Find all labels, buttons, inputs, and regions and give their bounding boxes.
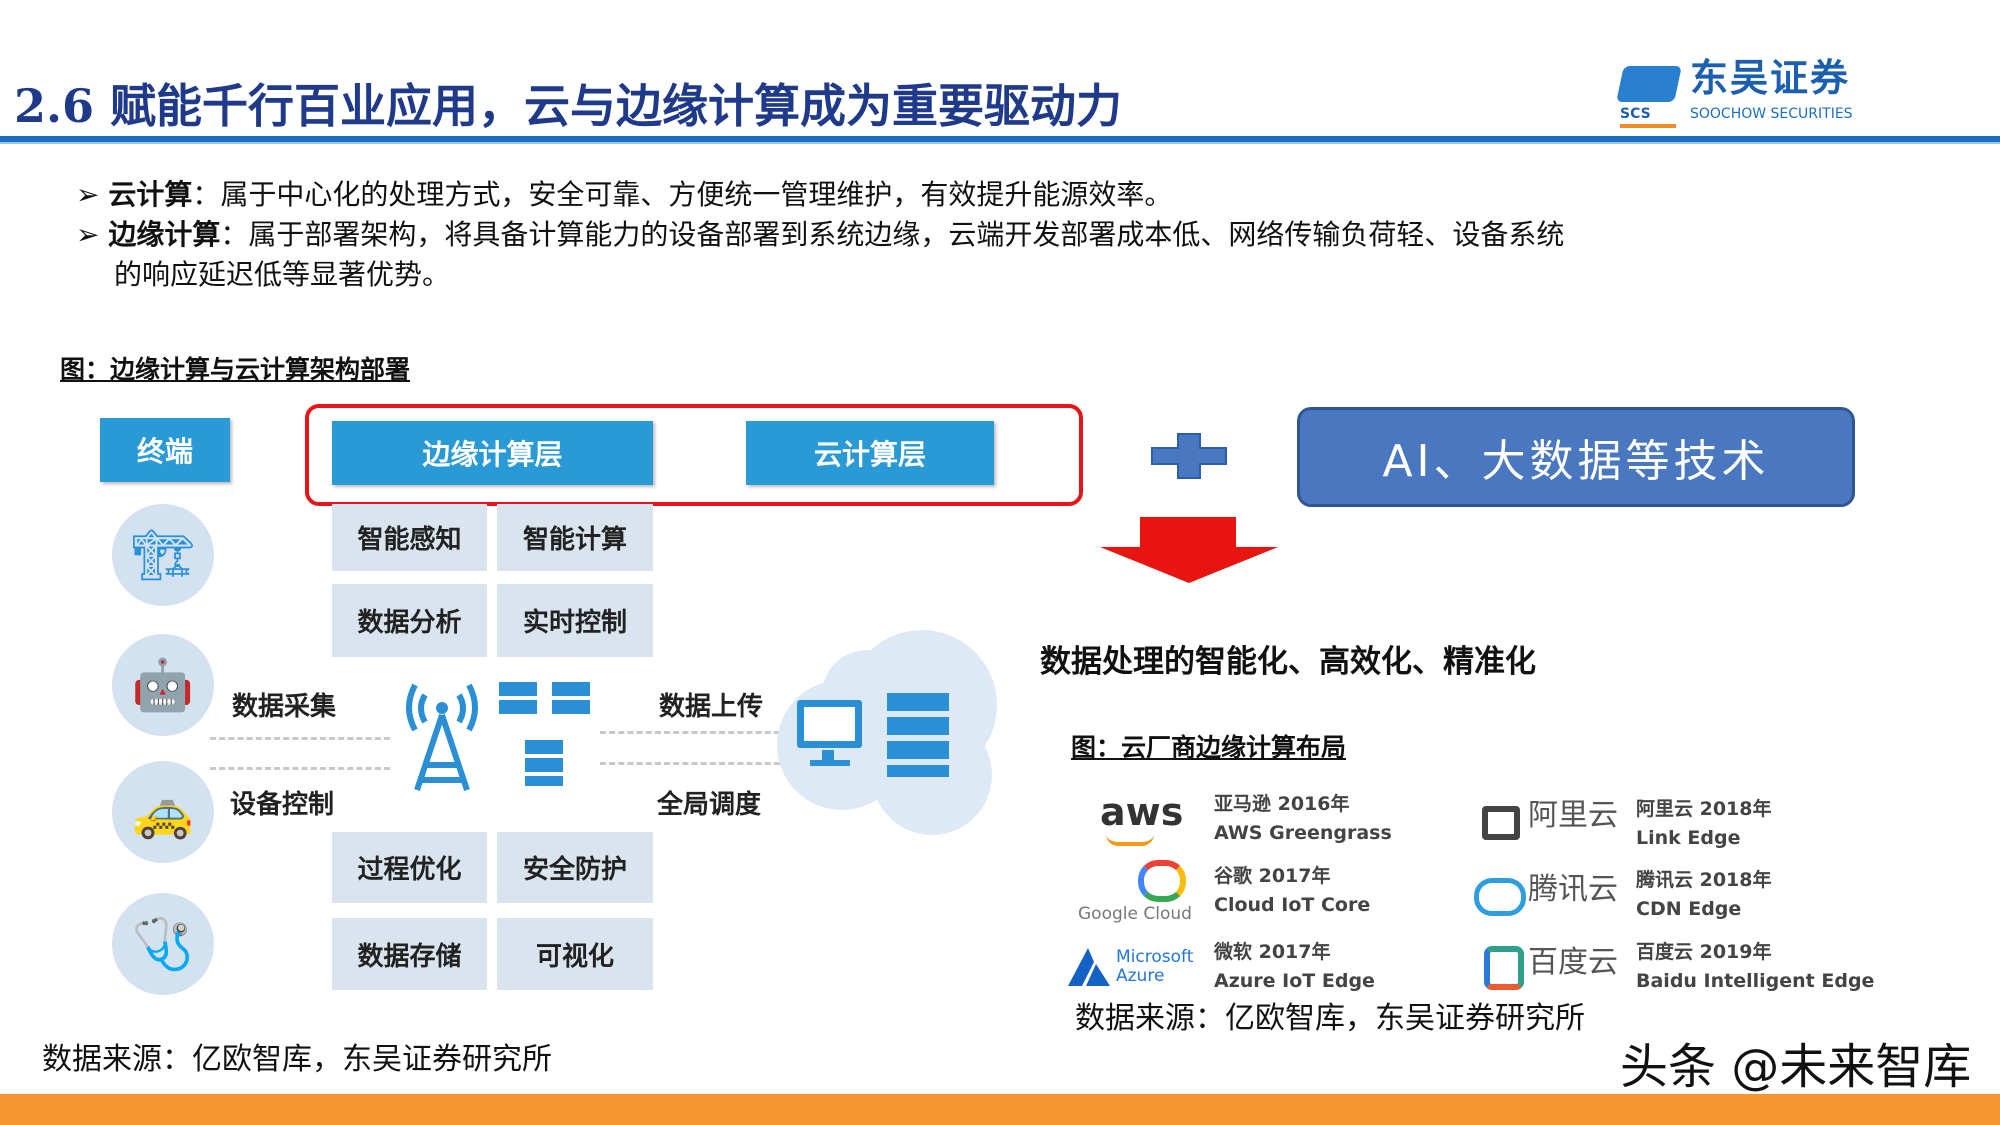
logo-bar [1620, 124, 1676, 128]
label-collect: 数据采集 [232, 692, 337, 722]
logo-text: 东吴证券 [1690, 56, 1851, 100]
antenna-tower-icon [406, 683, 478, 791]
car-icon: 🚕 [112, 761, 214, 863]
label-control: 设备控制 [230, 790, 335, 820]
figure-title-left: 图：边缘计算与云计算架构部署 [60, 355, 411, 384]
tencent-cloud-icon [1474, 878, 1526, 916]
vendor-product: AWS Greengrass [1214, 822, 1392, 844]
arrow-upload [600, 731, 780, 734]
vendor-product: Cloud IoT Core [1214, 894, 1371, 916]
server-icon [499, 682, 590, 786]
vendor-year: 百度云 2019年 [1636, 941, 1772, 963]
vendor-year: 谷歌 2017年 [1214, 865, 1331, 887]
header-rule [0, 136, 2000, 144]
baidu-cloud-icon [1484, 946, 1524, 990]
stethoscope-icon: 🩺 [112, 893, 214, 995]
bullet-cloud: ➢ 云计算：属于中心化的处理方式，安全可靠、方便统一管理维护，有效提升能源效率。 [76, 178, 1173, 211]
label-upload: 数据上传 [659, 692, 764, 722]
source-left: 数据来源：亿欧智库，东吴证券研究所 [42, 1042, 552, 1077]
bullet-edge: ➢ 边缘计算：属于部署架构，将具备计算能力的设备部署到系统边缘，云端开发部署成本… [76, 218, 1565, 251]
vendor-baidu: 百度云 2019年 Baidu Intelligent Edge [1636, 938, 1874, 996]
edge-layer-header: 边缘计算层 [332, 421, 653, 485]
watermark: 头条 @未来智库 [1620, 1039, 1972, 1095]
vendor-aliyun: 阿里云 2018年 Link Edge [1636, 795, 1772, 853]
vendor-product: CDN Edge [1636, 898, 1742, 920]
baidu-cloud-logo: 百度云 [1528, 945, 1618, 980]
cell: 智能感知 [332, 504, 487, 571]
figure-title-right: 图：云厂商边缘计算布局 [1071, 733, 1347, 762]
vendor-product: Azure IoT Edge [1214, 970, 1375, 992]
cell: 数据分析 [332, 584, 487, 657]
aliyun-logo: 阿里云 [1528, 798, 1618, 833]
azure-icon [1068, 948, 1110, 986]
logo-abbr: SCS [1620, 106, 1651, 122]
cell: 数据存储 [332, 918, 487, 990]
arrow-schedule [600, 762, 780, 765]
footer-bar [0, 1094, 2000, 1125]
bullet-term: 边缘计算 [108, 218, 221, 251]
bullet-text: ：属于部署架构，将具备计算能力的设备部署到系统边缘，云端开发部署成本低、网络传输… [220, 218, 1565, 251]
aws-smile-icon [1106, 834, 1154, 846]
source-right: 数据来源：亿欧智库，东吴证券研究所 [1075, 1001, 1585, 1036]
vendor-tencent: 腾讯云 2018年 CDN Edge [1636, 866, 1772, 924]
cloud-layer-header: 云计算层 [746, 421, 994, 485]
cell: 可视化 [497, 918, 653, 990]
arrow-collect [210, 737, 390, 740]
google-cloud-icon [1138, 860, 1186, 902]
bullet-edge-cont: 的响应延迟低等显著优势。 [114, 258, 451, 291]
vendor-aws: 亚马逊 2016年 AWS Greengrass [1214, 790, 1392, 848]
vendor-product: Baidu Intelligent Edge [1636, 970, 1875, 992]
terminal-header: 终端 [100, 418, 230, 482]
cell: 安全防护 [497, 832, 653, 903]
logo-icon [1616, 66, 1682, 102]
logo-subtext: SOOCHOW SECURITIES [1690, 106, 1853, 122]
highlight-frame [305, 404, 1083, 506]
arrow-control [210, 767, 390, 770]
vendor-year: 阿里云 2018年 [1636, 798, 1772, 820]
google-cloud-logo: Google Cloud [1078, 904, 1192, 924]
page-title: 2.6 赋能千行百业应用，云与边缘计算成为重要驱动力 [14, 79, 1123, 133]
label-schedule: 全局调度 [657, 790, 762, 820]
cloud-icon [777, 630, 997, 835]
cell: 过程优化 [332, 832, 487, 903]
vendor-google: 谷歌 2017年 Cloud IoT Core [1214, 862, 1370, 920]
cell: 智能计算 [497, 504, 653, 571]
vendor-year: 亚马逊 2016年 [1214, 793, 1350, 815]
down-arrow-icon [1100, 517, 1278, 583]
aws-logo: aws [1100, 790, 1184, 834]
vendor-microsoft: 微软 2017年 Azure IoT Edge [1214, 938, 1375, 996]
tencent-cloud-logo: 腾讯云 [1528, 872, 1618, 907]
vendor-year: 腾讯云 2018年 [1636, 869, 1772, 891]
bullet-text: ：属于中心化的处理方式，安全可靠、方便统一管理维护，有效提升能源效率。 [192, 178, 1173, 211]
crane-icon: 🏗 [112, 504, 214, 606]
plus-icon [1151, 433, 1227, 479]
robot-icon: 🤖 [112, 634, 214, 736]
aliyun-icon [1482, 806, 1520, 840]
cell: 实时控制 [497, 584, 653, 657]
vendor-year: 微软 2017年 [1214, 941, 1331, 963]
vendor-product: Link Edge [1636, 827, 1741, 849]
bullet-term: 云计算 [108, 178, 193, 211]
azure-logo: Microsoft Azure [1116, 947, 1194, 986]
ai-bigdata-box: AI、大数据等技术 [1297, 407, 1855, 507]
result-text: 数据处理的智能化、高效化、精准化 [1040, 644, 1536, 680]
